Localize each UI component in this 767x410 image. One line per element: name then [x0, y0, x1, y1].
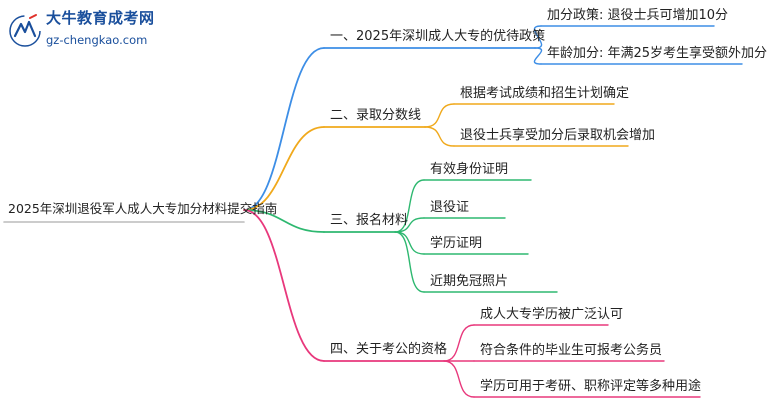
- child-item: 退役士兵享受加分后录取机会增加: [460, 128, 656, 143]
- child-connector: [443, 360, 475, 398]
- branch-connector: [243, 126, 325, 211]
- mindmap-connectors: [3, 25, 743, 398]
- child-connector: [424, 103, 455, 128]
- child-item: 年龄加分: 年满25岁考生享受额外加分: [547, 46, 767, 61]
- child-item: 学历可用于考研、职称评定等多种用途: [480, 379, 702, 394]
- branch-connector: [243, 47, 325, 211]
- child-item: 成人大专学历被广泛认可: [480, 307, 624, 322]
- child-item: 加分政策: 退役士兵可增加10分: [547, 8, 729, 23]
- root-topic: 2025年深圳退役军人成人大专加分材料提交指南: [8, 201, 278, 216]
- child-item: 近期免冠照片: [430, 274, 509, 289]
- child-connector: [443, 324, 475, 362]
- logo-title: 大牛教育成考网: [46, 9, 155, 27]
- branch-label: 二、录取分数线: [330, 108, 422, 123]
- branch-connector: [243, 209, 325, 233]
- logo-mark-icon: [9, 14, 41, 47]
- child-item: 根据考试成绩和招生计划确定: [460, 86, 630, 101]
- child-connector: [394, 231, 425, 293]
- child-connector: [394, 231, 425, 255]
- child-item: 学历证明: [430, 236, 483, 251]
- child-connector: [533, 47, 543, 65]
- child-item: 符合条件的毕业生可报考公务员: [480, 343, 663, 358]
- branch-label: 一、2025年深圳成人大专的优待政策: [330, 29, 546, 44]
- child-connector: [394, 217, 425, 233]
- child-connector: [533, 25, 543, 49]
- child-connector: [394, 179, 425, 233]
- logo: 大牛教育成考网 gz-chengkao.com: [6, 8, 166, 52]
- logo-url: gz-chengkao.com: [46, 33, 148, 47]
- branch-connector: [243, 209, 325, 362]
- child-item: 有效身份证明: [430, 162, 509, 177]
- branch-label: 四、关于考公的资格: [330, 342, 448, 357]
- child-connector: [424, 126, 455, 147]
- branch-label: 三、报名材料: [330, 213, 409, 228]
- child-item: 退役证: [430, 200, 470, 215]
